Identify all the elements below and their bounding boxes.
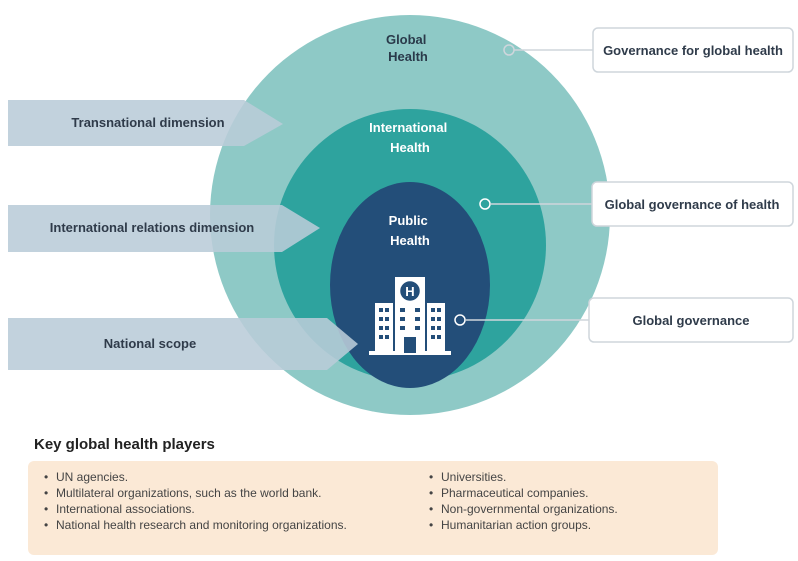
hospital-icon: H	[369, 277, 451, 355]
health-diagram: Global Health International Health Publi…	[8, 15, 794, 415]
players-title: Key global health players	[34, 436, 215, 453]
players-panel: UN agencies. Multilateral organizations,…	[28, 461, 718, 555]
connector-global-governance	[454, 314, 589, 326]
governance-box-global-health: Governance for global health	[592, 27, 794, 73]
list-item: Universities.	[429, 469, 618, 485]
list-item: National health research and monitoring …	[44, 517, 429, 533]
global-health-label: Global Health	[386, 32, 430, 64]
list-item: Non-governmental organizations.	[429, 501, 618, 517]
governance-label: Governance for global health	[603, 43, 783, 58]
dimension-label: International relations dimension	[50, 220, 254, 235]
international-health-label: International Health	[369, 120, 451, 155]
list-item: Pharmaceutical companies.	[429, 485, 618, 501]
svg-text:H: H	[405, 284, 414, 299]
dimension-label: National scope	[104, 336, 196, 351]
governance-box-global-governance: Global governance	[588, 297, 794, 343]
list-item: Humanitarian action groups.	[429, 517, 618, 533]
list-item: International associations.	[44, 501, 429, 517]
connector-global-governance-of-health	[479, 198, 592, 210]
governance-label: Global governance of health	[605, 197, 780, 212]
governance-box-of-health: Global governance of health	[591, 181, 794, 227]
list-item: Multilateral organizations, such as the …	[44, 485, 429, 501]
dimension-arrow-transnational: Transnational dimension	[8, 100, 283, 146]
players-list-left: UN agencies. Multilateral organizations,…	[44, 469, 429, 555]
dimension-label: Transnational dimension	[71, 115, 224, 130]
public-health-label: Public Health	[389, 213, 432, 248]
governance-label: Global governance	[632, 313, 749, 328]
list-item: UN agencies.	[44, 469, 429, 485]
connector-governance-for-global-health	[503, 44, 593, 56]
players-list-right: Universities. Pharmaceutical companies. …	[429, 469, 618, 555]
dimension-arrow-national-scope: National scope	[8, 318, 358, 370]
dimension-arrow-international-relations: International relations dimension	[8, 205, 320, 252]
